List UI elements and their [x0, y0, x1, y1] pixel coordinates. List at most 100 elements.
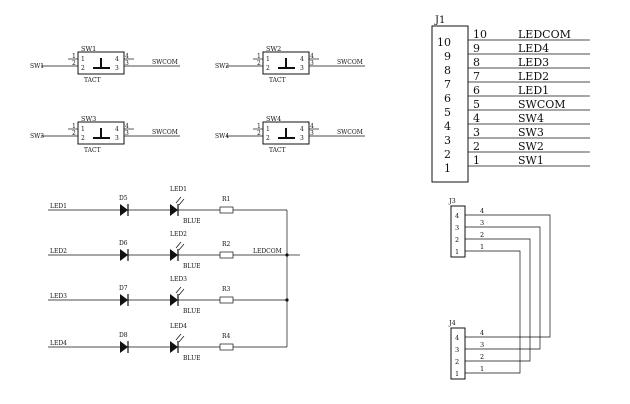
switch-ref: SW3 — [81, 115, 96, 123]
j3-box-pin: 2 — [455, 236, 459, 244]
switch-inner-pin: 4 — [115, 56, 119, 63]
switch-sw1: SW1 1 2 SW1 1 2 4 3 4 3 SWCOM TACT — [30, 45, 180, 84]
led-net-label: LED1 — [50, 203, 67, 210]
switch-inner-pin: 4 — [300, 56, 304, 63]
resistor-ref: R4 — [222, 333, 231, 340]
diode-symbol — [120, 341, 128, 353]
j1-pin-label: 7 — [473, 70, 480, 83]
switch-ref: SW1 — [81, 45, 96, 53]
junction-dot — [285, 253, 289, 257]
switch-inner-pin: 3 — [115, 135, 119, 142]
connector-j4: J4 4 3 2 1 4 3 2 1 — [448, 319, 490, 380]
led-net-label: LED2 — [50, 248, 67, 255]
junction-dot — [285, 298, 289, 302]
switch-net-in: SW2 — [215, 63, 229, 70]
j1-pin-label: 2 — [473, 140, 480, 153]
switch-net-in: SW3 — [30, 133, 44, 140]
resistor-symbol — [219, 343, 234, 351]
switch-inner-pin: 1 — [81, 126, 85, 133]
j1-pin-number: 10 — [437, 36, 451, 49]
diode-ref: D6 — [119, 240, 128, 247]
j1-pin-number: 2 — [444, 148, 451, 161]
switch-type: TACT — [84, 147, 101, 154]
switch-inner-pin: 2 — [266, 65, 270, 72]
switch-net-in: SW1 — [30, 63, 44, 70]
led-row-3: LED3 D7 LED3 BLUE R3 — [48, 276, 287, 315]
resistor-symbol — [219, 206, 234, 214]
j3-line-pin: 1 — [480, 243, 484, 251]
switch-pin: 2 — [72, 130, 76, 137]
switch-pin: 3 — [310, 60, 314, 67]
switch-net-out: SWCOM — [337, 129, 363, 136]
resistor-symbol — [219, 251, 234, 259]
switch-inner-pin: 1 — [266, 126, 270, 133]
j3-line-pin: 2 — [480, 231, 484, 239]
resistor-symbol — [219, 296, 234, 304]
j1-pin-number: 9 — [444, 50, 451, 63]
j1-pin-number: 5 — [444, 106, 451, 119]
j3-box-pin: 1 — [455, 248, 459, 256]
switch-pin: 1 — [72, 123, 76, 130]
switch-pin: 4 — [310, 123, 314, 130]
switch-inner-pin: 2 — [81, 65, 85, 72]
led-row-1: LED1 D5 LED1 BLUE R1 — [48, 186, 287, 225]
switch-pin: 4 — [125, 123, 129, 130]
switch-type: TACT — [269, 147, 286, 154]
led-emission-arrow — [178, 288, 185, 296]
led-net-label: LED4 — [50, 340, 67, 347]
j1-net-label: SW2 — [518, 140, 544, 153]
j1-pin-label: 8 — [473, 56, 480, 69]
j4-box-pin: 1 — [455, 370, 459, 378]
led-symbol — [170, 341, 178, 353]
switch-pin: 2 — [257, 130, 261, 137]
led-emission-arrow — [178, 243, 185, 251]
led-emission-arrow — [175, 196, 182, 204]
switch-pin: 1 — [257, 123, 261, 130]
switch-inner-pin: 1 — [266, 56, 270, 63]
led-emission-arrow — [175, 286, 182, 294]
led-ref: LED2 — [170, 231, 187, 238]
switch-sw4: SW4 1 2 SW4 1 2 4 3 4 3 SWCOM TACT — [215, 115, 365, 154]
connector-ref: J3 — [448, 197, 456, 205]
j1-pin-label: 4 — [473, 112, 480, 125]
switch-type: TACT — [84, 77, 101, 84]
switch-inner-pin: 3 — [115, 65, 119, 72]
connector-j1: J1 10 9 8 7 6 5 4 3 2 1 10 9 8 7 6 5 4 3… — [431, 15, 590, 183]
ledcom-label: LEDCOM — [253, 248, 282, 255]
switch-inner-pin: 4 — [300, 126, 304, 133]
led-ref: LED4 — [170, 323, 187, 330]
diode-symbol — [120, 204, 128, 216]
j1-pin-number: 3 — [444, 134, 451, 147]
diode-symbol — [120, 249, 128, 261]
switch-type: TACT — [269, 77, 286, 84]
j4-line-pin: 4 — [480, 329, 484, 337]
switch-pin: 1 — [257, 53, 261, 60]
connector-ref: J1 — [434, 15, 445, 26]
switch-pin: 2 — [257, 60, 261, 67]
switch-pin: 3 — [310, 130, 314, 137]
switch-inner-pin: 2 — [81, 135, 85, 142]
led-net-label: LED3 — [50, 293, 67, 300]
switch-inner-pin: 3 — [300, 135, 304, 142]
resistor-ref: R2 — [222, 241, 231, 248]
j4-line-pin: 3 — [480, 341, 484, 349]
switch-pin: 3 — [125, 130, 129, 137]
j1-pin-number: 7 — [444, 78, 451, 91]
led-color: BLUE — [183, 263, 201, 270]
connector-j3: J3 4 3 2 1 4 3 2 1 — [448, 197, 490, 258]
j1-pin-number: 8 — [444, 64, 451, 77]
led-color: BLUE — [183, 308, 201, 315]
led-symbol — [170, 294, 178, 306]
switch-net-out: SWCOM — [152, 59, 178, 66]
switch-pin: 1 — [72, 53, 76, 60]
j4-box-pin: 2 — [455, 358, 459, 366]
j1-net-label: LED2 — [518, 70, 549, 83]
led-emission-arrow — [175, 241, 182, 249]
j1-net-label: SW3 — [518, 126, 544, 139]
switch-inner-pin: 1 — [81, 56, 85, 63]
j1-pin-number: 4 — [444, 120, 451, 133]
j1-net-label: SW4 — [518, 112, 544, 125]
j4-line-pin: 1 — [480, 365, 484, 373]
j1-pin-number: 6 — [444, 92, 451, 105]
